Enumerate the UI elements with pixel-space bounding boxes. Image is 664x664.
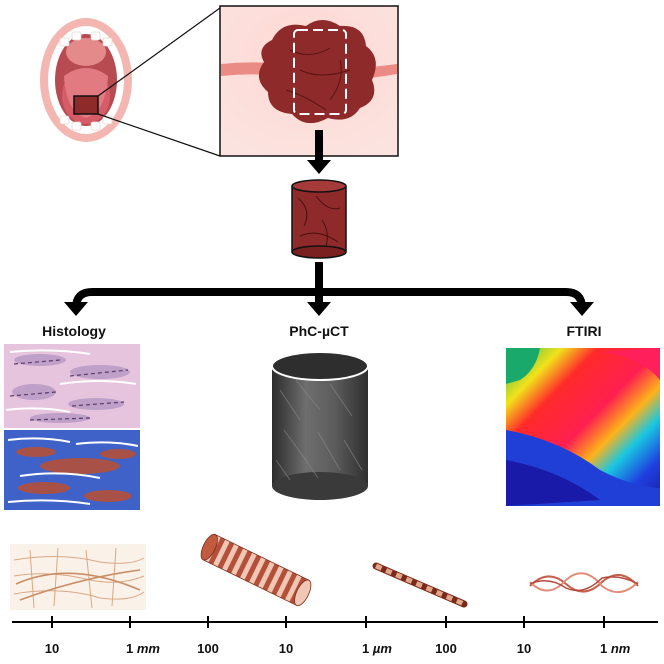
- scale-tick-label: 10: [517, 641, 531, 656]
- lesion-blob: [258, 20, 376, 124]
- scale-tick-label: 1 µm: [362, 641, 392, 656]
- scale-tick-label: 1 mm: [126, 641, 160, 656]
- scale-tick-label: 100: [197, 641, 219, 656]
- triple-helix: [529, 572, 639, 593]
- scale-tick-label: 1 nm: [600, 641, 631, 656]
- scale-tick-label: 10: [45, 641, 59, 656]
- tissue-fiber-network: [10, 544, 146, 610]
- label-histology: Histology: [42, 323, 106, 339]
- biopsy-outline: [293, 29, 347, 115]
- scale-axis: 10 1 mm 100 10 1 µm 100 10 1 nm: [12, 616, 658, 656]
- lesion-inset: [219, 5, 399, 157]
- histology-panels: [4, 344, 140, 510]
- mouth-illustration: [40, 18, 132, 142]
- biopsy-core: [291, 179, 347, 259]
- zoom-lines: [97, 7, 221, 157]
- arrow-to-core: [307, 130, 331, 174]
- scale-tick-label: 10: [279, 641, 293, 656]
- phc-uct-cylinder: [271, 351, 369, 500]
- label-phc-uct: PhC-µCT: [289, 323, 349, 339]
- scale-tick-label: 100: [435, 641, 457, 656]
- label-ftiri: FTIRI: [567, 323, 602, 339]
- tick-marks: [51, 616, 605, 628]
- ftiri-map: [506, 348, 660, 506]
- lesion-marker: [73, 95, 99, 115]
- fibril: [372, 562, 468, 608]
- tick-labels: 10 1 mm 100 10 1 µm 100 10 1 nm: [45, 641, 631, 656]
- fiber-bundle: [200, 533, 312, 607]
- branch-arrows: [64, 262, 594, 316]
